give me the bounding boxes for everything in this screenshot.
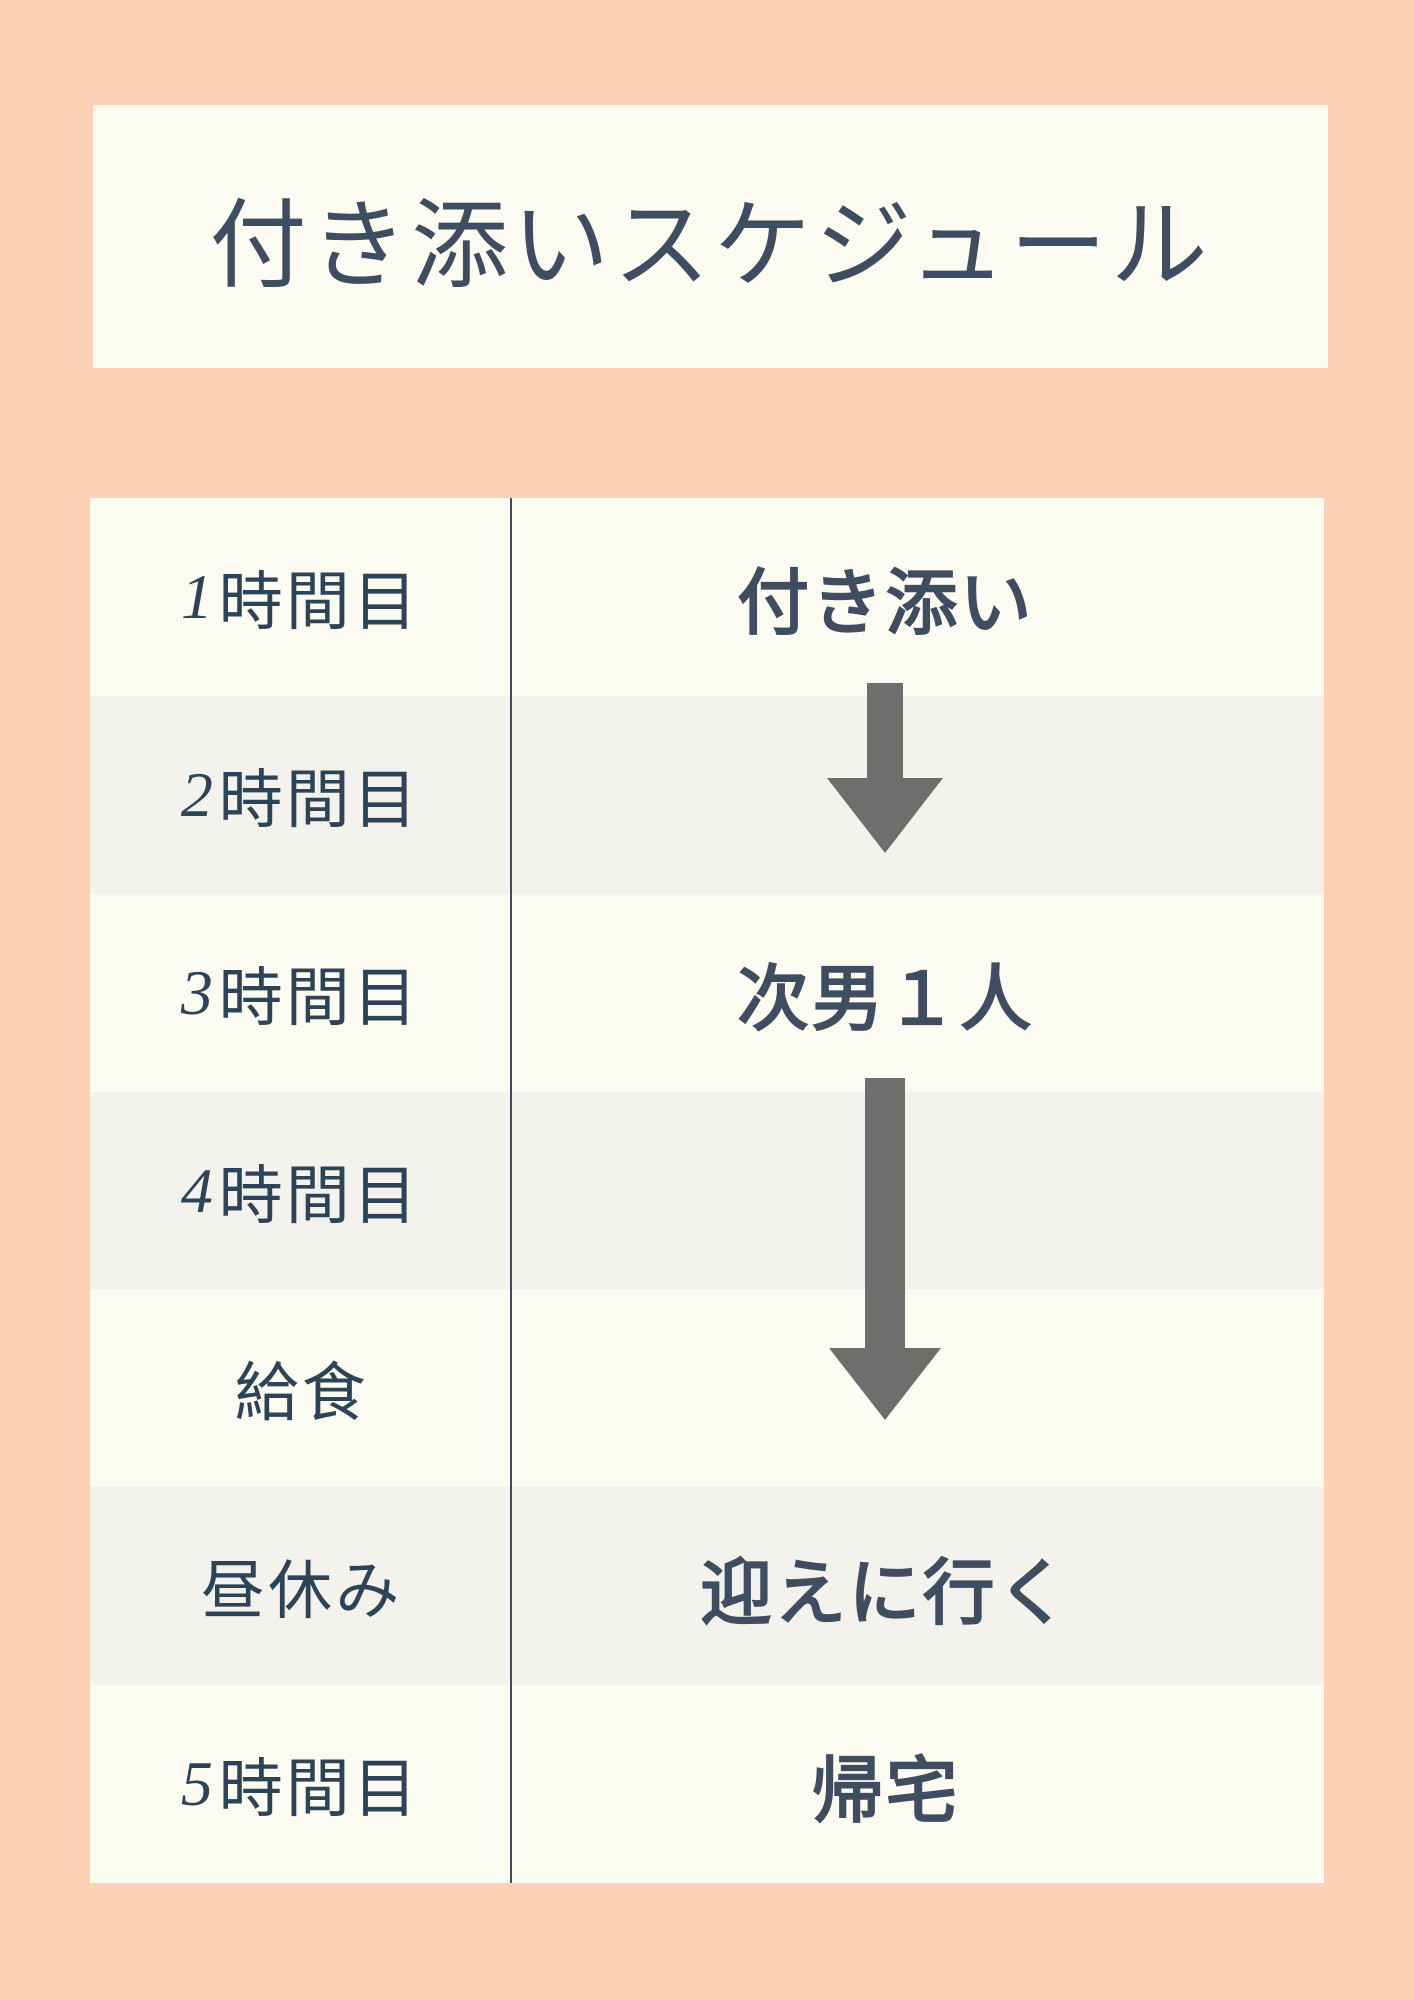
period-number: 1 — [180, 560, 217, 632]
arrow-head — [827, 778, 943, 856]
period-number: 2 — [180, 758, 217, 830]
down-arrow-icon — [829, 1078, 941, 1423]
period-label: 時間目 — [218, 1754, 421, 1826]
period-label: 時間目 — [218, 962, 421, 1034]
period-label: 時間目 — [218, 764, 421, 836]
period-label: 時間目 — [218, 566, 421, 638]
period-label: 時間目 — [218, 1160, 421, 1232]
activity-cell: 次男１人 — [511, 894, 1324, 1092]
period-cell: 給食 — [90, 1289, 511, 1487]
activity-label: 帰宅 — [811, 1751, 960, 1832]
period-number: 3 — [180, 956, 217, 1028]
arrow-shaft — [867, 683, 903, 778]
activity-label: 迎えに行く — [700, 1553, 1071, 1634]
period-label: 給食 — [234, 1358, 369, 1430]
period-cell: 昼休み — [90, 1487, 511, 1685]
page-title: 付き添いスケジュール — [209, 191, 1212, 300]
column-divider-line — [510, 498, 512, 1883]
activity-cell: 付き添い — [511, 498, 1324, 696]
title-panel: 付き添いスケジュール — [93, 105, 1328, 368]
activity-label: 付き添い — [737, 564, 1034, 645]
arrow-shaft — [865, 1078, 905, 1348]
period-number: 5 — [180, 1748, 217, 1820]
table-row-lunch-break: 昼休み 迎えに行く — [90, 1487, 1324, 1686]
table-row-lunch: 給食 — [90, 1289, 1324, 1487]
period-number: 4 — [180, 1154, 217, 1226]
activity-label: 次男１人 — [737, 960, 1034, 1041]
down-arrow-icon — [827, 683, 943, 856]
arrow-head — [829, 1348, 941, 1423]
period-label: 昼休み — [200, 1556, 403, 1628]
activity-cell: 迎えに行く — [511, 1487, 1324, 1685]
activity-cell: 帰宅 — [511, 1685, 1324, 1883]
